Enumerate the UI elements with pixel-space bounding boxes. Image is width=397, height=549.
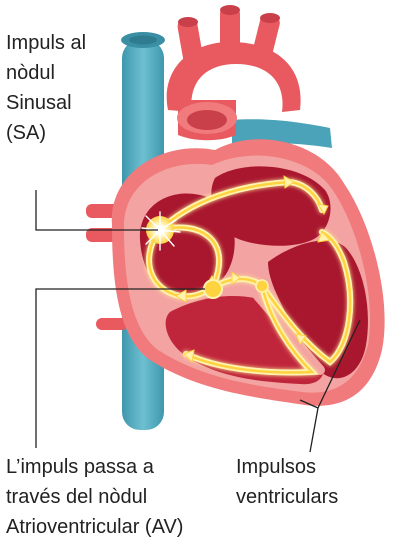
av-label-line: Atrioventricular (AV) <box>6 512 183 542</box>
sa-node-label: Impuls al nòdul Sinusal (SA) <box>6 28 86 148</box>
aorta <box>167 5 301 140</box>
sa-label-line: Sinusal <box>6 88 86 118</box>
av-label-line: L’impuls passa a <box>6 452 183 482</box>
av-node-label: L’impuls passa a través del nòdul Atriov… <box>6 452 183 542</box>
sa-label-line: (SA) <box>6 118 86 148</box>
sa-label-line: nòdul <box>6 58 86 88</box>
ventricular-label-line: ventriculars <box>236 482 338 512</box>
ventricular-impulses-label: Impulsos ventriculars <box>236 452 338 512</box>
av-label-line: través del nòdul <box>6 482 183 512</box>
sa-label-line: Impuls al <box>6 28 86 58</box>
ventricular-label-line: Impulsos <box>236 452 338 482</box>
